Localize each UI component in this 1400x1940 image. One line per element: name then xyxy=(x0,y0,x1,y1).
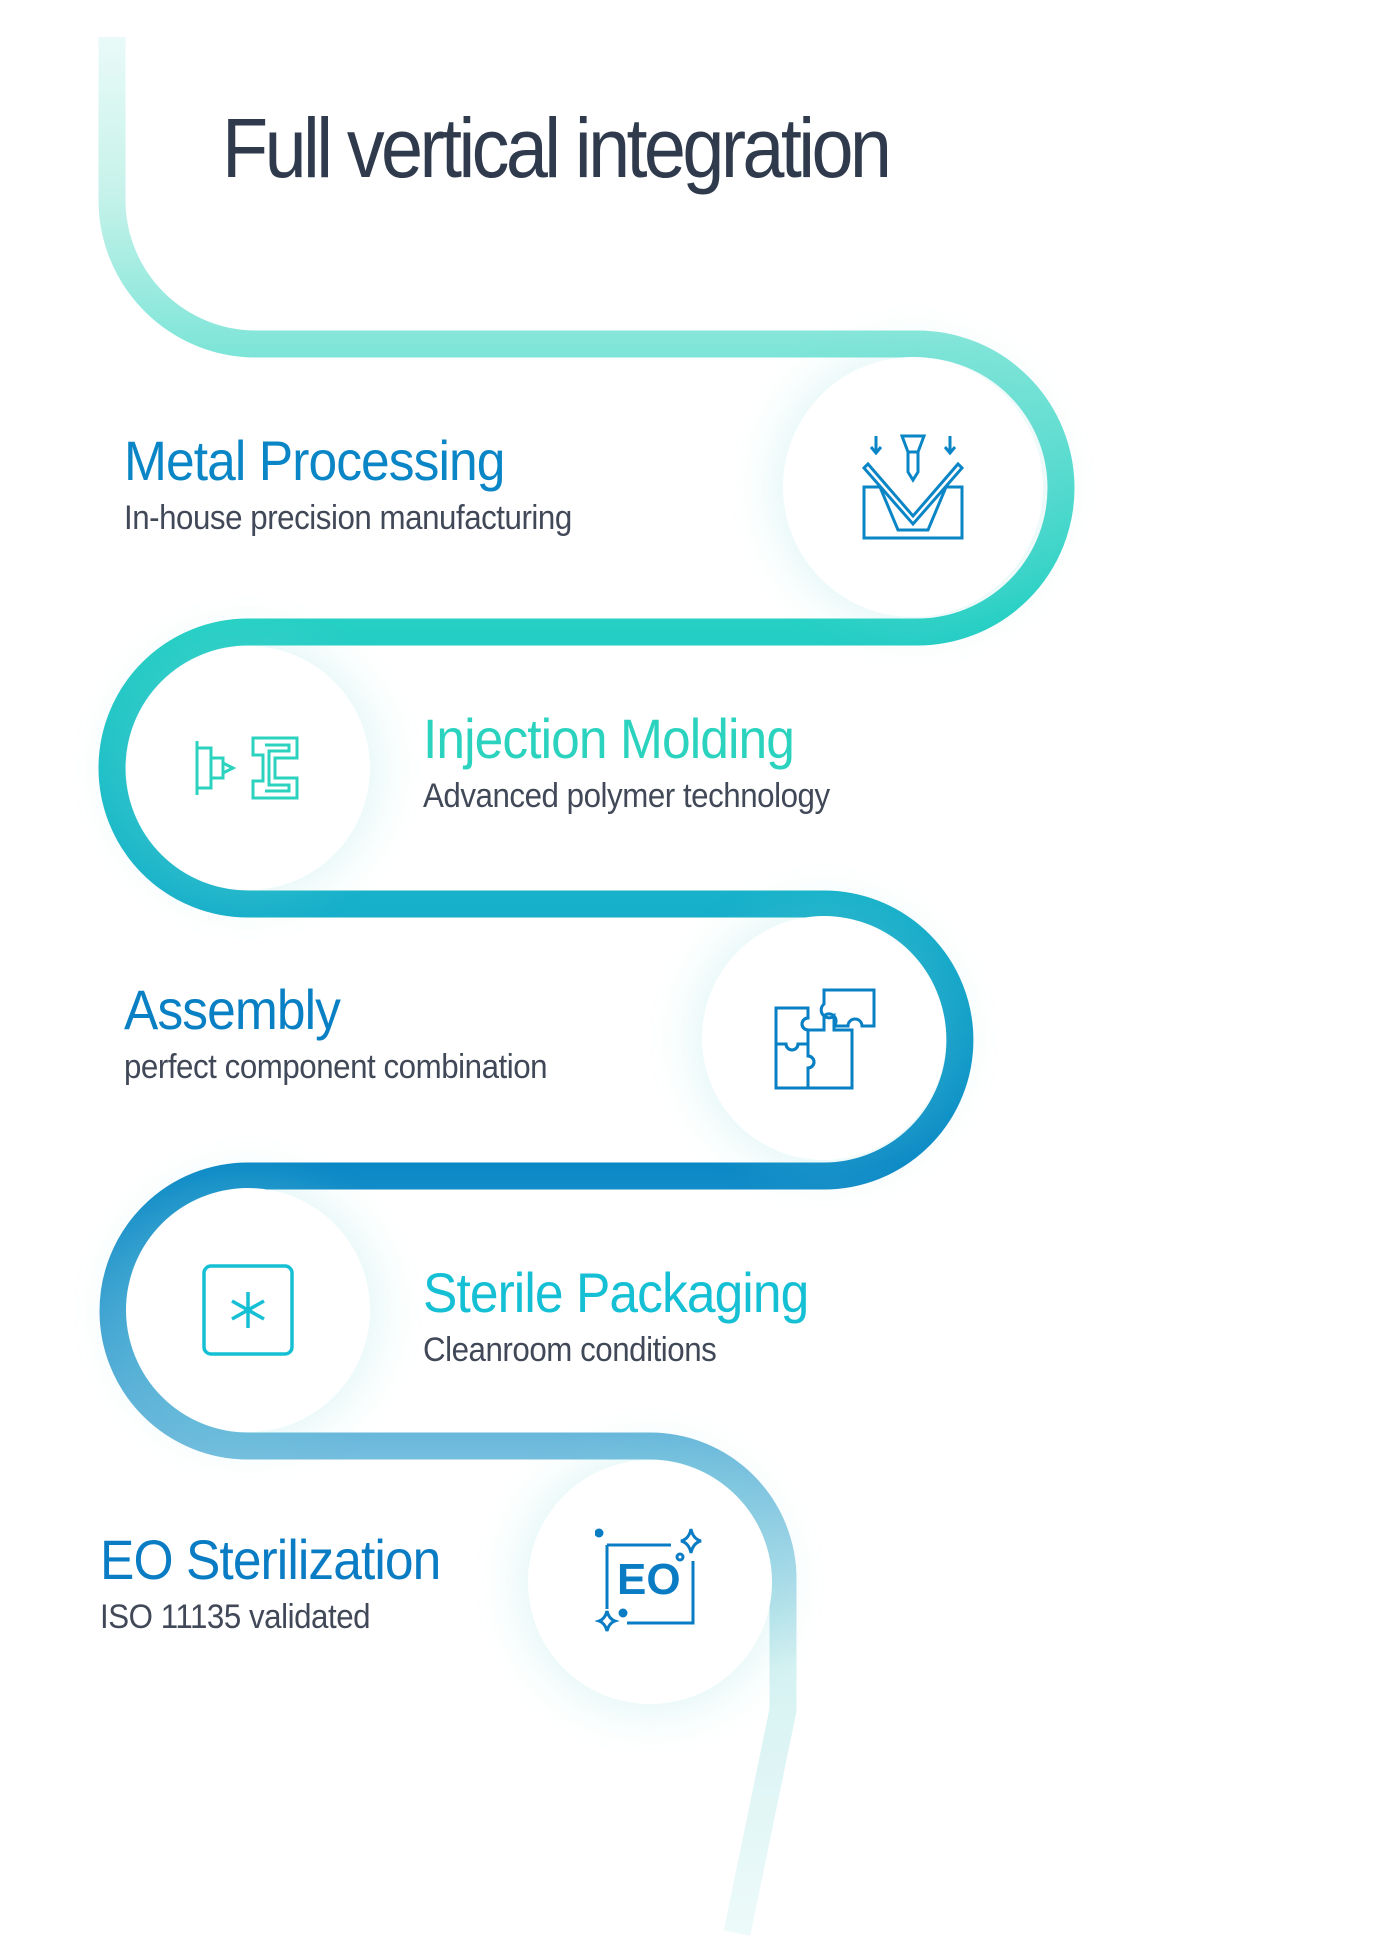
step-subtitle: perfect component combination xyxy=(124,1048,548,1086)
step-title: Injection Molding xyxy=(423,707,795,770)
puzzle-icon xyxy=(774,988,876,1090)
step-title: Assembly xyxy=(124,978,341,1041)
assembly-badge xyxy=(702,916,946,1160)
sterile-packaging-badge xyxy=(126,1188,370,1432)
step-title: Sterile Packaging xyxy=(423,1261,809,1324)
step-subtitle: Advanced polymer technology xyxy=(423,777,830,815)
step-metal-processing: Metal Processing In-house precision manu… xyxy=(124,428,611,538)
step-eo-sterilization: EO Sterilization ISO 11135 validated xyxy=(100,1527,470,1637)
step-assembly: Assembly perfect component combination xyxy=(124,977,584,1087)
page-title: Full vertical integration xyxy=(222,101,892,195)
step-injection-molding: Injection Molding Advanced polymer techn… xyxy=(423,706,865,816)
injection-molding-badge xyxy=(126,646,370,890)
eo-sterilization-badge: EO xyxy=(528,1460,772,1704)
injection-mold-icon xyxy=(195,736,299,800)
step-subtitle: Cleanroom conditions xyxy=(423,1331,717,1369)
step-sterile-packaging: Sterile Packaging Cleanroom conditions xyxy=(423,1260,842,1370)
step-subtitle: In-house precision manufacturing xyxy=(124,499,572,537)
step-title: Metal Processing xyxy=(124,429,505,492)
sterile-package-icon xyxy=(202,1264,294,1356)
press-brake-icon xyxy=(861,434,965,540)
step-title: EO Sterilization xyxy=(100,1528,441,1591)
metal-processing-badge xyxy=(783,357,1043,617)
eo-sterilization-icon: EO xyxy=(595,1527,705,1637)
step-subtitle: ISO 11135 validated xyxy=(100,1598,371,1636)
eo-icon-label: EO xyxy=(617,1555,681,1604)
